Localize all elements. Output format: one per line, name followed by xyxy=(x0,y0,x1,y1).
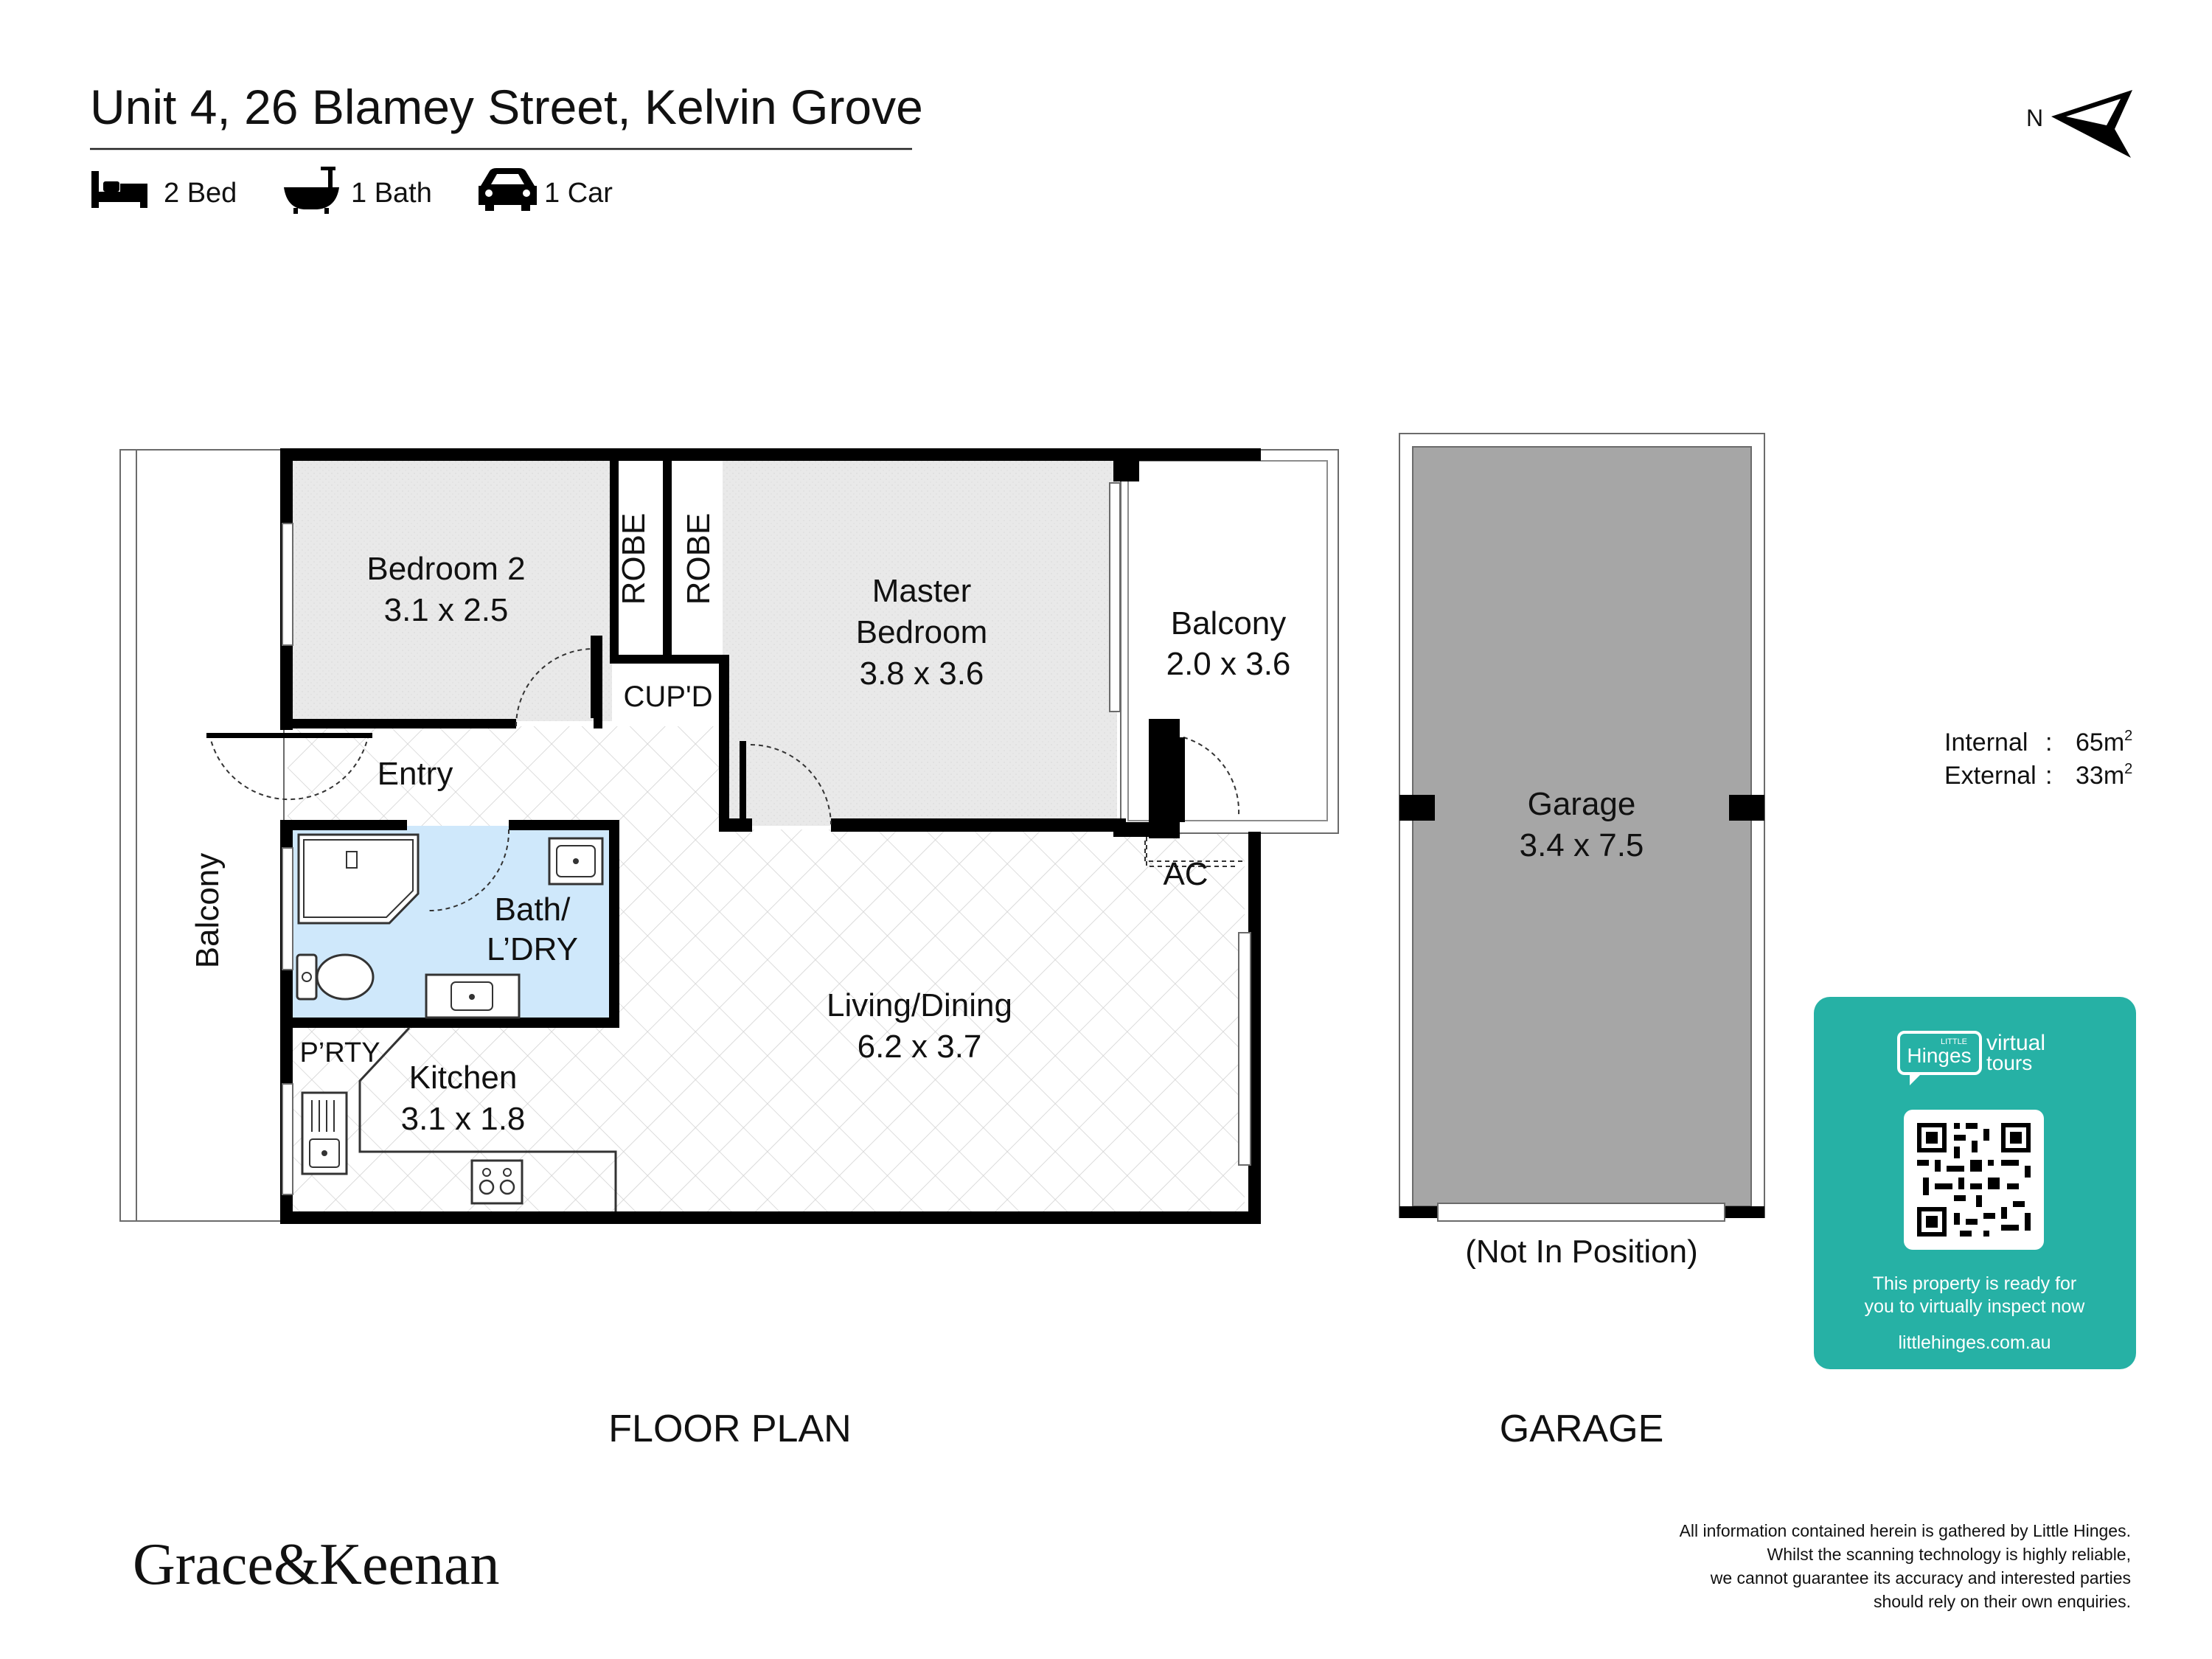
entry-label: Entry xyxy=(378,756,453,792)
bath-label-1: Bath/ xyxy=(495,891,571,928)
agency-logo: Grace&Keenan xyxy=(133,1532,499,1597)
garage-door xyxy=(1437,1203,1725,1222)
internal-value: 65m2 xyxy=(2076,728,2132,757)
external-label: External xyxy=(1944,762,2037,790)
master-bedroom-dims: 3.8 x 3.6 xyxy=(860,655,984,692)
robe-2-label: ROBE xyxy=(681,513,717,605)
external-value: 33m2 xyxy=(2076,761,2132,790)
promo-line-1: This property is ready for xyxy=(1873,1273,2077,1294)
svg-text:Whilst the scanning technology: Whilst the scanning technology is highly… xyxy=(1767,1545,2132,1564)
kitchen-label: Kitchen xyxy=(409,1060,518,1096)
garage-title: GARAGE xyxy=(1500,1408,1664,1450)
walls xyxy=(280,448,1261,1224)
vanity-icon xyxy=(425,837,604,1019)
promo-url[interactable]: littlehinges.com.au xyxy=(1898,1332,2051,1353)
bedroom-2-label: Bedroom 2 xyxy=(366,551,525,587)
external-separator: : xyxy=(2045,762,2052,790)
north-label: N xyxy=(2026,105,2043,131)
windows xyxy=(282,482,1251,1195)
door-swings xyxy=(209,648,1240,912)
north-arrow-icon xyxy=(2051,90,2132,158)
ac-label: AC xyxy=(1163,856,1208,892)
floor-plan: Bedroom 2 3.1 x 2.5 ROBE ROBE CUP'D Mast… xyxy=(119,448,1339,1450)
left-balcony xyxy=(119,449,285,1222)
left-balcony-label: Balcony xyxy=(189,853,226,969)
pantry-label: P’RTY xyxy=(299,1037,380,1068)
shower-icon xyxy=(297,833,420,925)
door-leaves xyxy=(206,636,1185,826)
internal-separator: : xyxy=(2045,728,2052,757)
car-icon xyxy=(479,168,537,211)
ac-unit xyxy=(1144,841,1244,862)
svg-text:Hinges: Hinges xyxy=(1907,1044,1971,1067)
virtual-text: virtual xyxy=(1986,1031,2045,1055)
car-count: 1 Car xyxy=(544,178,613,209)
floor-plan-title: FLOOR PLAN xyxy=(608,1408,851,1450)
bedroom-2-floor xyxy=(291,459,612,721)
kitchen-bench xyxy=(301,1026,617,1211)
garage-label: Garage xyxy=(1528,786,1636,822)
bath-count: 1 Bath xyxy=(351,178,432,209)
bed-count: 2 Bed xyxy=(164,178,237,209)
svg-text:All information contained here: All information contained herein is gath… xyxy=(1680,1521,2131,1540)
svg-text:should rely on their own enqui: should rely on their own enquiries. xyxy=(1874,1592,2131,1611)
master-bedroom-label-2: Bedroom xyxy=(856,614,988,650)
balcony-label: Balcony xyxy=(1171,605,1287,641)
master-bedroom-label-1: Master xyxy=(872,573,971,609)
kitchen-dims: 3.1 x 1.8 xyxy=(401,1101,526,1137)
tours-text: tours xyxy=(1986,1051,2032,1074)
bed-icon xyxy=(91,171,147,208)
robe-1-label: ROBE xyxy=(616,513,652,605)
balcony-dims: 2.0 x 3.6 xyxy=(1166,646,1291,682)
garage-floor xyxy=(1412,446,1752,1207)
internal-label: Internal xyxy=(1944,728,2028,757)
virtual-tour-card[interactable]: LITTLE Hinges virtual tours xyxy=(1814,997,2136,1369)
promo-line-2: you to virtually inspect now xyxy=(1865,1296,2086,1317)
garage-plan: Garage 3.4 x 7.5 (Not In Position) GARAG… xyxy=(1399,433,1765,1450)
qr-code-icon xyxy=(1904,1110,2044,1250)
area-summary: Internal : 65m2 External : 33m2 xyxy=(1944,728,2132,790)
living-dining-dims: 6.2 x 3.7 xyxy=(858,1029,982,1065)
bedroom-2-dims: 3.1 x 2.5 xyxy=(384,592,509,628)
master-bedroom-floor xyxy=(723,459,1117,826)
garage-note: (Not In Position) xyxy=(1465,1234,1697,1270)
living-dining-label: Living/Dining xyxy=(827,987,1012,1023)
cooktop-icon xyxy=(470,1159,524,1205)
disclaimer: All information contained herein is gath… xyxy=(1680,1521,2131,1611)
toilet-icon xyxy=(296,953,375,1001)
cupboard-label: CUP'D xyxy=(624,681,713,713)
garage-dims: 3.4 x 7.5 xyxy=(1520,827,1644,863)
bath-icon xyxy=(284,167,339,214)
little-hinges-logo: LITTLE Hinges virtual tours xyxy=(1897,1031,2045,1085)
property-address: Unit 4, 26 Blamey Street, Kelvin Grove xyxy=(90,80,923,134)
bath-label-2: L’DRY xyxy=(487,931,578,967)
svg-text:we cannot guarantee its accura: we cannot guarantee its accuracy and int… xyxy=(1710,1568,2131,1587)
svg-text:LITTLE: LITTLE xyxy=(1941,1037,1967,1046)
